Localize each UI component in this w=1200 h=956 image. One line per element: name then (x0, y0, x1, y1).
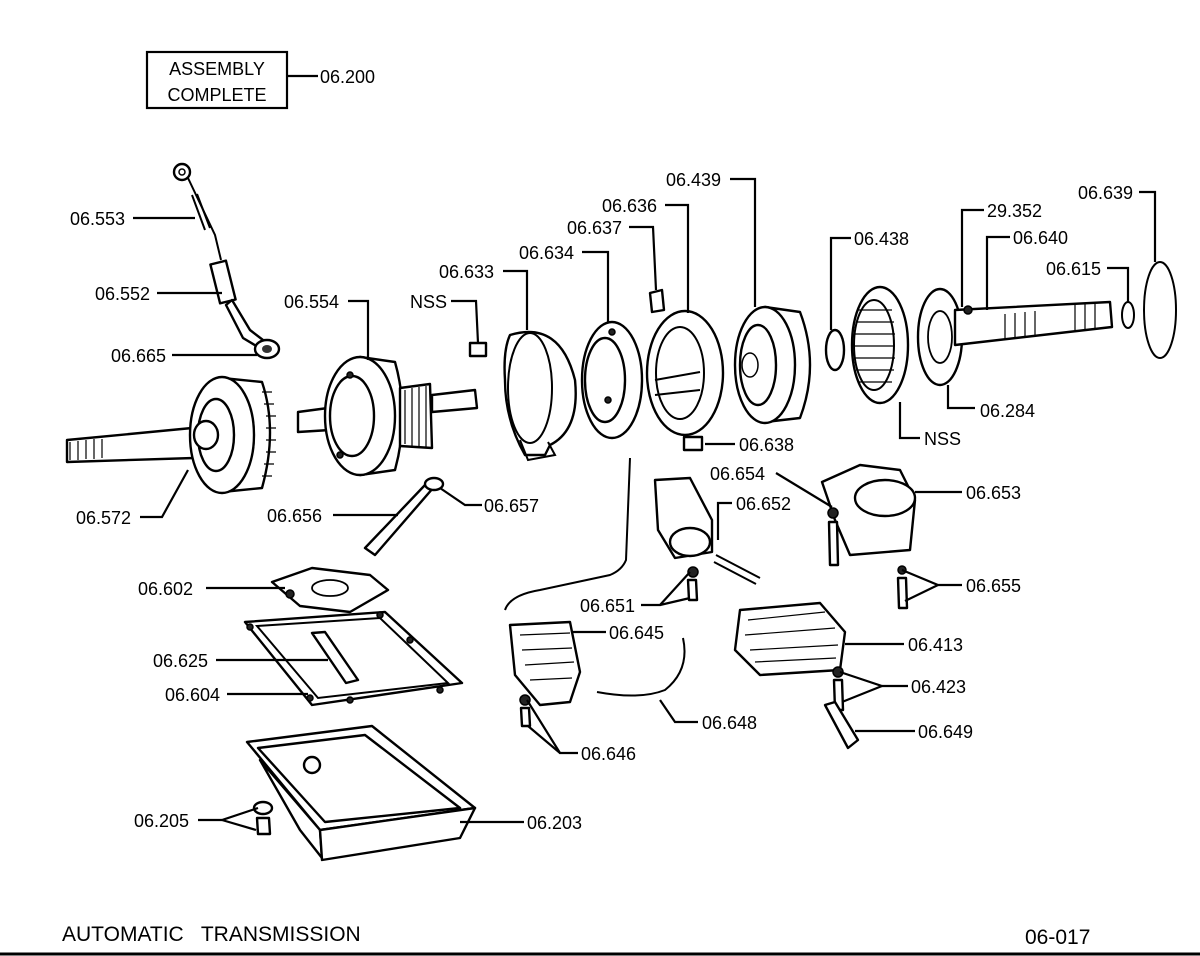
pan-gasket-part (243, 610, 464, 707)
dipstick-part (172, 162, 281, 360)
label-06-652[interactable]: 06.652 (736, 494, 791, 514)
label-06-572[interactable]: 06.572 (76, 508, 131, 528)
filter-part (270, 566, 390, 614)
second-band-part (645, 288, 725, 452)
label-06-602[interactable]: 06.602 (138, 579, 193, 599)
label-06-625[interactable]: 06.625 (153, 651, 208, 671)
planetary-housing-part (733, 305, 812, 425)
label-06-649[interactable]: 06.649 (918, 722, 973, 742)
label-06-552[interactable]: 06.552 (95, 284, 150, 304)
label-06-554[interactable]: 06.554 (284, 292, 339, 312)
label-06-604[interactable]: 06.604 (165, 685, 220, 705)
label-06-439[interactable]: 06.439 (666, 170, 721, 190)
label-06-638[interactable]: 06.638 (739, 435, 794, 455)
label-06-653[interactable]: 06.653 (966, 483, 1021, 503)
input-shaft-part (65, 375, 276, 495)
nss-block-part (468, 341, 488, 358)
label-06-656[interactable]: 06.656 (267, 506, 322, 526)
diagram-title: AUTOMATIC TRANSMISSION (62, 923, 361, 946)
label-06-657[interactable]: 06.657 (484, 496, 539, 516)
label-06-205[interactable]: 06.205 (134, 811, 189, 831)
assembly-line-2: COMPLETE (167, 85, 266, 105)
assembly-complete-box: ASSEMBLY COMPLETE 06.200 (145, 50, 375, 110)
label-06-203[interactable]: 06.203 (527, 813, 582, 833)
label-06-633[interactable]: 06.633 (439, 262, 494, 282)
label-nss-gear[interactable]: NSS (924, 429, 961, 449)
label-06-640[interactable]: 06.640 (1013, 228, 1068, 248)
thrust-washer-part (824, 328, 846, 372)
label-06-648[interactable]: 06.648 (702, 713, 757, 733)
valve-body-part (508, 620, 582, 728)
label-06-646[interactable]: 06.646 (581, 744, 636, 764)
page-number: 06-017 (1025, 926, 1090, 949)
control-valve-body-part (733, 601, 860, 750)
snap-ring-small-part (1121, 301, 1135, 329)
label-06-637[interactable]: 06.637 (567, 218, 622, 238)
label-06-654[interactable]: 06.654 (710, 464, 765, 484)
label-06-438[interactable]: 06.438 (854, 229, 909, 249)
label-29-352[interactable]: 29.352 (987, 201, 1042, 221)
label-nss-block[interactable]: NSS (410, 292, 447, 312)
label-06-423[interactable]: 06.423 (911, 677, 966, 697)
servo-part (653, 476, 761, 602)
label-06-284[interactable]: 06.284 (980, 401, 1035, 421)
label-06-645[interactable]: 06.645 (609, 623, 664, 643)
label-06-553[interactable]: 06.553 (70, 209, 125, 229)
label-06-655[interactable]: 06.655 (966, 576, 1021, 596)
hose-part (596, 637, 686, 697)
snap-ring-large-part (1143, 261, 1177, 359)
label-06-665[interactable]: 06.665 (111, 346, 166, 366)
reaction-ring-part (580, 320, 644, 440)
label-06-200[interactable]: 06.200 (320, 67, 375, 87)
second-servo-part (820, 463, 917, 610)
oil-tube-part (504, 457, 631, 611)
ring-gear-part (850, 285, 910, 405)
label-06-634[interactable]: 06.634 (519, 243, 574, 263)
filler-tube-part (363, 476, 445, 557)
label-06-639[interactable]: 06.639 (1078, 183, 1133, 203)
oil-pan-part (245, 724, 477, 862)
label-06-615[interactable]: 06.615 (1046, 259, 1101, 279)
drum-part (296, 355, 479, 477)
label-06-636[interactable]: 06.636 (602, 196, 657, 216)
label-06-413[interactable]: 06.413 (908, 635, 963, 655)
output-gear-shaft-part (916, 287, 1114, 387)
label-06-651[interactable]: 06.651 (580, 596, 635, 616)
assembly-line-1: ASSEMBLY (169, 59, 265, 79)
band-part (503, 330, 577, 462)
